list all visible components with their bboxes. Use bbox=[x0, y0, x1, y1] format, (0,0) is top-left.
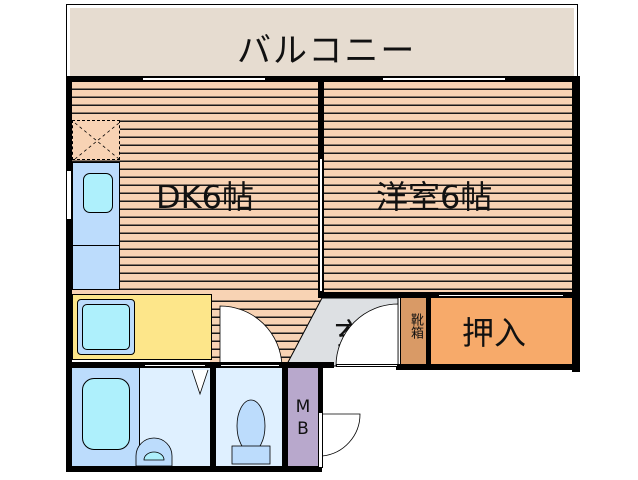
wall-toilet-right bbox=[282, 362, 288, 472]
washer-indicator-icon bbox=[191, 369, 209, 396]
washroom bbox=[72, 294, 212, 360]
dk-label: DK6帖 bbox=[156, 178, 254, 216]
fridge-space bbox=[72, 120, 120, 160]
closet: 押入 bbox=[430, 294, 572, 366]
bathroom bbox=[72, 368, 212, 467]
wall-left bbox=[66, 76, 72, 470]
exterior-door-icon bbox=[321, 413, 361, 457]
wall-closet-left bbox=[426, 294, 431, 366]
wall-mb-right bbox=[318, 362, 323, 412]
bath-drain-icon bbox=[135, 437, 173, 467]
kitchen-sink bbox=[83, 173, 113, 213]
window-western bbox=[382, 77, 506, 81]
wall-top bbox=[66, 76, 580, 82]
shoe-cabinet-label: 靴箱 bbox=[408, 313, 423, 339]
entrance-door-icon bbox=[335, 303, 399, 367]
toilet-room bbox=[216, 368, 284, 466]
balcony-label: バルコニー bbox=[237, 31, 417, 71]
window-kitchen bbox=[66, 170, 72, 220]
meter-box: MB bbox=[288, 368, 318, 468]
window-dk bbox=[142, 77, 266, 81]
sliding-door-closet bbox=[438, 294, 564, 297]
shoe-cabinet: 靴箱 bbox=[400, 294, 428, 366]
wash-basin bbox=[77, 299, 135, 355]
balcony: バルコニー bbox=[66, 4, 578, 82]
kitchen-counter bbox=[72, 162, 120, 290]
door-gap-entrance bbox=[336, 364, 398, 367]
sliding-door-middle bbox=[319, 158, 323, 292]
western-label: 洋室6帖 bbox=[376, 178, 493, 216]
exterior-door-gap bbox=[318, 412, 323, 468]
wall-closet-bottom bbox=[396, 364, 580, 370]
closet-label: 押入 bbox=[462, 314, 527, 352]
bathtub bbox=[82, 378, 130, 450]
bathtub-area bbox=[72, 368, 140, 466]
sliding-door-bath bbox=[144, 364, 206, 367]
wall-bottom bbox=[66, 466, 322, 472]
wall-bath-right bbox=[210, 362, 216, 472]
meter-box-label: MB bbox=[295, 397, 311, 439]
toilet-icon bbox=[231, 399, 271, 465]
wall-right bbox=[572, 76, 580, 372]
door-gap-dk bbox=[220, 364, 280, 367]
room-western bbox=[324, 82, 572, 294]
